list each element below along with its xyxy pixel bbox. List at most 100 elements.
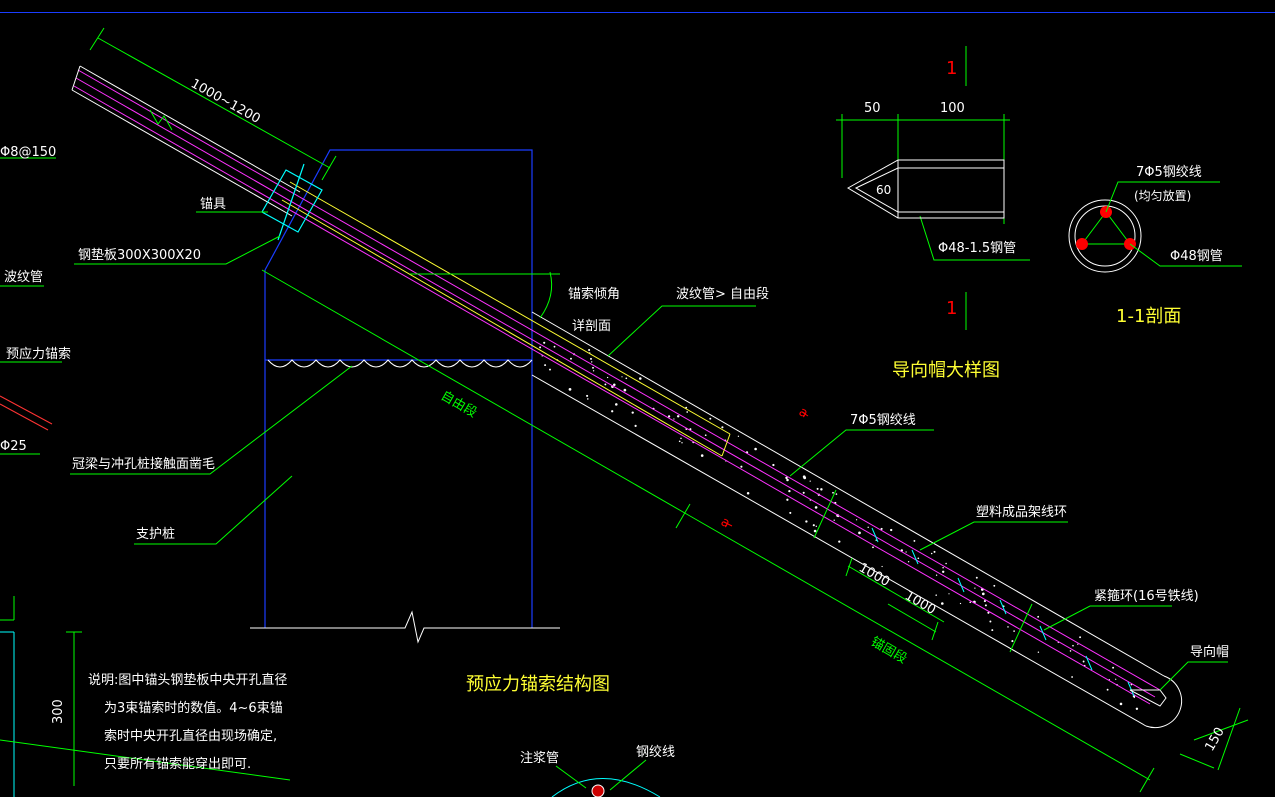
grout-dot	[1082, 660, 1085, 663]
section-pipe-label: Φ48钢管	[1170, 249, 1223, 264]
grout-dot	[700, 454, 704, 457]
label-free-segment: 自由段	[438, 388, 479, 420]
grout-dot	[676, 415, 680, 418]
grout-dot	[621, 376, 623, 378]
label-bearing-plate: 钢垫板300X300X20	[78, 247, 201, 263]
cap-pipe-label: Φ48-1.5钢管	[938, 241, 1016, 256]
label-prestress: 预应力锚索	[6, 346, 71, 362]
grout-dot	[704, 434, 707, 437]
grout-dot	[816, 487, 819, 490]
grout-dot	[975, 576, 978, 579]
grout-dot	[625, 377, 628, 380]
grout-dot	[592, 370, 595, 372]
label-roughen: 冠梁与冲孔桩接触面凿毛	[72, 456, 215, 472]
grout-dot	[685, 406, 688, 409]
grout-dot	[858, 531, 861, 535]
grout-dot	[935, 574, 938, 576]
grout-dot	[991, 629, 994, 632]
grout-dot	[981, 592, 985, 596]
grout-dot	[835, 493, 838, 495]
grout-dot	[933, 550, 936, 553]
grout-dot	[872, 546, 874, 549]
grout-dot	[639, 377, 642, 380]
grout-dot	[941, 602, 944, 605]
grout-dot	[1115, 678, 1117, 680]
cap-beam-outline	[264, 149, 533, 628]
cut-mark-top: 1	[946, 58, 957, 79]
grout-dot	[987, 611, 990, 614]
grout-dot	[867, 526, 869, 529]
anchorage-block	[261, 163, 323, 241]
grout-dot	[942, 566, 944, 569]
grout-dot	[820, 488, 823, 491]
grout-dot	[1069, 650, 1072, 652]
grout-dot	[737, 435, 740, 437]
note-line-2: 为3束锚索时的数值。4~6束锚	[104, 700, 283, 716]
grout-dot	[544, 364, 547, 367]
grout-dot	[1135, 707, 1139, 710]
grout-dot	[588, 348, 591, 352]
grout-dot	[678, 440, 681, 443]
grout-dot	[1037, 616, 1039, 618]
bottom-section-fragment	[551, 759, 661, 797]
main-labels: 1000~1200 Φ8@150 锚具 钢垫板300X300X20 波纹管 预应…	[0, 76, 1229, 766]
grout-dot	[631, 411, 634, 414]
label-corrugated-left: 波纹管	[4, 270, 43, 285]
note-line-4: 只要所有锚索能穿出即可.	[104, 756, 251, 772]
section-title: 1-1剖面	[1116, 306, 1181, 327]
grout-dot	[802, 475, 806, 479]
grout-dot	[969, 601, 972, 604]
grout-dot	[1106, 688, 1109, 691]
dim-spacing-2: 1000	[902, 588, 938, 618]
dim-head-length: 1000~1200	[188, 76, 263, 126]
grout-dot	[832, 491, 834, 494]
grout-dot	[686, 411, 689, 413]
label-section-detail: 详剖面	[572, 319, 611, 334]
grout-dot	[942, 570, 945, 573]
note-line-1: 说明:图中锚头钢垫板中央开孔直径	[88, 672, 287, 688]
grout-dot	[709, 417, 712, 420]
grout-dot	[815, 525, 817, 527]
grout-dot	[592, 366, 594, 369]
section-strand-note: (均匀放置)	[1134, 188, 1191, 203]
dimension-lines	[0, 27, 1249, 797]
grout-dot	[590, 357, 592, 360]
grout-dot	[814, 506, 818, 509]
grout-dot	[1013, 630, 1015, 632]
grout-dot	[948, 593, 950, 595]
grout-dot	[785, 476, 788, 480]
grout-dot	[754, 447, 757, 451]
grout-dot	[913, 539, 916, 542]
grout-dot	[905, 551, 907, 553]
notes-block: 说明:图中锚头钢垫板中央开孔直径 为3束锚索时的数值。4~6束锚 索时中央开孔直…	[88, 672, 287, 772]
grout-dot	[553, 345, 556, 348]
grout-dot	[606, 376, 609, 379]
label-guide-cap: 导向帽	[1190, 644, 1229, 660]
roughened-interface-wave	[267, 359, 533, 368]
grout-dot	[789, 511, 792, 514]
grout-dot	[880, 527, 883, 530]
label-strand-bottom: 钢绞线	[636, 744, 675, 760]
grout-dot	[907, 561, 910, 563]
label-section-a1: a	[796, 404, 810, 421]
grout-dot	[587, 398, 589, 400]
grout-fill-dots	[539, 341, 1139, 710]
ground-break-line	[250, 610, 560, 644]
section-1-1: 7Φ5钢绞线 (均匀放置) Φ48钢管 1-1剖面	[1068, 164, 1242, 327]
corrugated-sleeve	[281, 181, 731, 457]
label-anchor-segment: 锚固段	[868, 634, 909, 666]
grout-dot	[788, 489, 791, 493]
grout-dot	[746, 492, 750, 495]
grout-dot	[568, 388, 572, 391]
grout-dot	[1072, 644, 1074, 647]
grout-dot	[539, 346, 542, 349]
grout-dot	[945, 562, 947, 565]
grout-dot	[989, 620, 992, 623]
grout-dot	[570, 357, 572, 360]
label-corrugated-free: 波纹管> 自由段	[676, 287, 769, 302]
grout-dot	[890, 528, 893, 532]
anchor-head-lines	[71, 65, 301, 217]
section-markers	[723, 411, 809, 527]
grout-dot	[1037, 651, 1040, 653]
